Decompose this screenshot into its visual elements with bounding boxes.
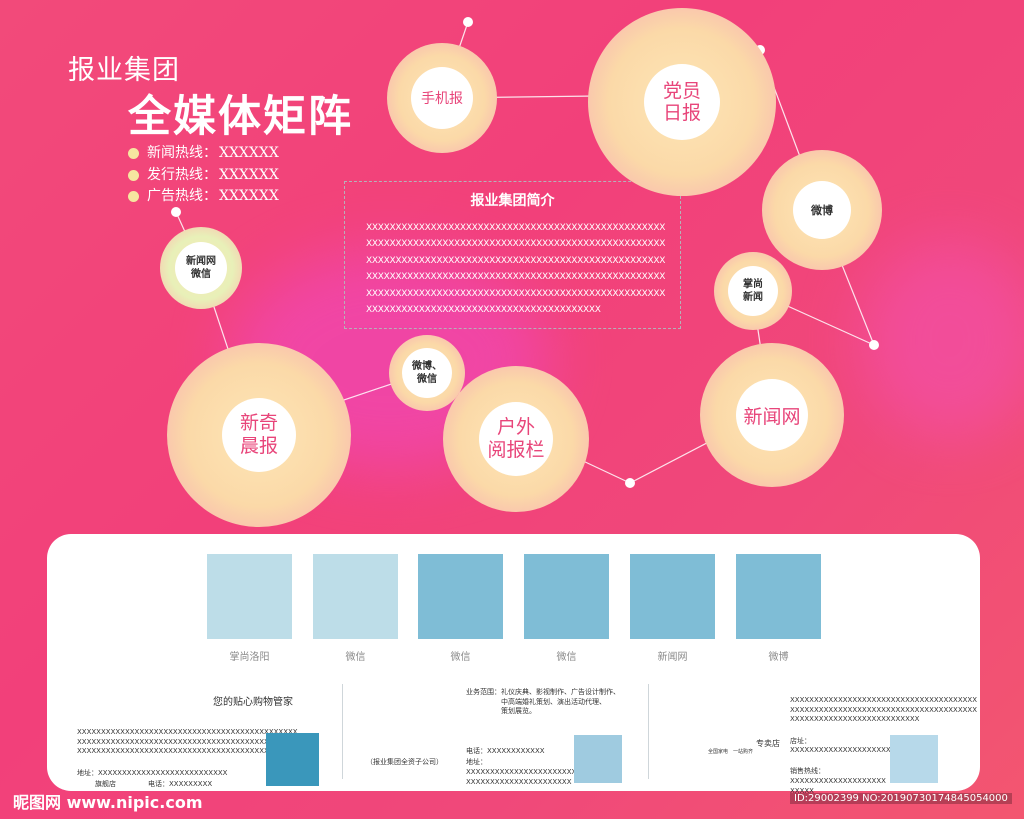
col1-heading: 您的贴心购物管家 xyxy=(213,697,293,708)
node-xinqi-morning[interactable]: 新奇 晨报 xyxy=(167,343,351,527)
intro-line: XXXXXXXXXXXXXXXXXXXXXXXXXXXXXXXXXXXXXXXX… xyxy=(366,255,666,266)
column-divider xyxy=(342,684,343,779)
platform-label: 掌尚洛阳 xyxy=(229,652,270,663)
intro-line: XXXXXXXXXXXXXXXXXXXXXXXXXXXXXXXXXXXXXXXX xyxy=(366,305,601,316)
text-line: 业务范围：礼仪庆典、影视制作、广告设计制作、 xyxy=(466,688,620,696)
intro-title: 报业集团简介 xyxy=(470,193,555,209)
node-label: 户外 阅报栏 xyxy=(479,402,553,476)
hotline-value: XXXXXX xyxy=(219,188,279,204)
intro-line: XXXXXXXXXXXXXXXXXXXXXXXXXXXXXXXXXXXXXXXX… xyxy=(366,272,666,283)
node-weibo[interactable]: 微博 xyxy=(762,150,882,270)
node-label: 手机报 xyxy=(411,67,473,129)
col2-company: （报业集团全资子公司） xyxy=(366,758,443,766)
col1-store: 旗舰店 xyxy=(95,780,116,788)
hotline-label: 新闻热线： xyxy=(147,145,217,161)
text-line: XXXXXXXXXXXXXXXXXXXXXXXXXXXXXXXXXXXXXXXX… xyxy=(77,747,298,755)
hotline-label: 发行热线： xyxy=(147,166,217,183)
node-label: 掌尚 新闻 xyxy=(728,266,778,316)
background-glow xyxy=(860,240,1024,440)
col3-slogan: 全国家电 一站购齐 xyxy=(708,749,754,755)
intro-line: XXXXXXXXXXXXXXXXXXXXXXXXXXXXXXXXXXXXXXXX… xyxy=(366,239,666,250)
node-label: 微博 xyxy=(793,181,851,239)
col3-text: XXXXXXXXXXXXXXXXXXXXXXXXXXXXXXXXXXXXXXX … xyxy=(790,696,977,725)
qr-code-placeholder xyxy=(736,554,821,639)
col2-address: XXXXXXXXXXXXXXXXXXXXXXXX XXXXXXXXXXXXXXX… xyxy=(466,768,581,787)
platform-label: 微信 xyxy=(345,652,366,663)
qr-code-placeholder xyxy=(630,554,715,639)
col3-store-value: XXXXXXXXXXXXXXXXXXXXX xyxy=(790,746,891,754)
text-line: XXXXXXXXXXXXXXXXXXXXXXXXXXXXXXXXXXXXXXXX… xyxy=(77,728,298,736)
node-news-web-wechat[interactable]: 新闻网 微信 xyxy=(160,227,242,309)
qr-code-placeholder xyxy=(574,735,622,783)
intro-text: XXXXXXXXXXXXXXXXXXXXXXXXXXXXXXXXXXXXXXXX… xyxy=(366,220,680,318)
platform-label: 微信 xyxy=(556,652,577,663)
text-line: XXXXXXXXXXXXXXXXXXXXXXXXXXXXXXXXXXXXXXXX… xyxy=(77,737,298,746)
intro-line: XXXXXXXXXXXXXXXXXXXXXXXXXXXXXXXXXXXXXXXX… xyxy=(366,223,666,233)
group-subtitle: 报业集团 xyxy=(68,55,180,86)
bullet-icon xyxy=(128,191,139,203)
qr-code-placeholder xyxy=(313,554,398,639)
hotline-item: 新闻热线： XXXXXX xyxy=(128,143,279,165)
col1-text: XXXXXXXXXXXXXXXXXXXXXXXXXXXXXXXXXXXXXXXX… xyxy=(77,728,298,757)
col3-store-label: 店址： xyxy=(790,737,811,745)
text-line: XXXXXXXXXXXXXXXXXXXXXX xyxy=(466,777,572,786)
col3-sales-value: XXXXXXXXXXXXXXXXXXXXXXXXX xyxy=(790,777,886,795)
qr-code-placeholder xyxy=(890,735,938,783)
node-label: 微博、 微信 xyxy=(402,348,452,398)
node-outdoor-board[interactable]: 户外 阅报栏 xyxy=(443,366,589,512)
text-line: XXXXXXXXXXXXXXXXXXXXXXXXXXXXXXXXXXXXXXX xyxy=(790,696,978,704)
qr-code-placeholder xyxy=(418,554,503,639)
bullet-icon xyxy=(128,148,139,160)
col2-address-label: 地址： xyxy=(466,758,487,766)
node-label: 新闻网 微信 xyxy=(175,242,227,294)
platform-panel: 掌尚洛阳 微信 微信 微信 新闻网 微博 您的贴心购物管家 XXXXXXXXXX… xyxy=(47,534,980,795)
col2-phone: 电话：XXXXXXXXXXXX xyxy=(466,747,545,755)
platform-label: 微博 xyxy=(768,652,789,663)
hotline-value: XXXXXX xyxy=(219,145,279,161)
hotline-list: 新闻热线： XXXXXX 发行热线： XXXXXX 广告热线： XXXXXX xyxy=(128,143,279,208)
hotline-label: 广告热线： xyxy=(147,188,217,204)
hotline-item: 发行热线： XXXXXX xyxy=(128,165,279,187)
col3-sales-label: 销售热线： xyxy=(790,767,825,775)
intro-box: 报业集团简介 XXXXXXXXXXXXXXXXXXXXXXXXXXXXXXXXX… xyxy=(344,181,681,329)
qr-code-placeholder xyxy=(266,733,319,786)
platform-label: 新闻网 xyxy=(657,652,688,663)
node-weibo-wechat[interactable]: 微博、 微信 xyxy=(389,335,465,411)
node-label: 党员 日报 xyxy=(644,64,720,140)
intro-line: XXXXXXXXXXXXXXXXXXXXXXXXXXXXXXXXXXXXXXXX… xyxy=(366,288,666,299)
column-divider xyxy=(648,684,649,779)
col2-business: 业务范围：礼仪庆典、影视制作、广告设计制作、 中高端婚礼策划、演出活动代理、 策… xyxy=(466,688,620,717)
qr-code-placeholder xyxy=(207,554,292,639)
col1-phone: 电话：XXXXXXXXX xyxy=(148,780,213,788)
platform-label: 微信 xyxy=(450,652,471,663)
text-line: 策划展览。 xyxy=(501,707,536,715)
text-line: XXXXXXXXXXXXXXXXXXXXXXXXXXXXXXXXXXXXXXX xyxy=(790,705,978,714)
hotline-item: 广告热线： XXXXXX xyxy=(128,186,279,208)
node-zhangshang-news[interactable]: 掌尚 新闻 xyxy=(714,252,792,330)
col1-address: 地址：XXXXXXXXXXXXXXXXXXXXXXXXXXX xyxy=(77,769,228,777)
page-title: 全媒体矩阵 xyxy=(128,92,353,142)
node-news-web[interactable]: 新闻网 xyxy=(700,343,844,487)
node-label: 新奇 晨报 xyxy=(222,398,296,472)
text-line: XXXXXXXXXXXXXXXXXXXXXXXXXXX xyxy=(790,715,920,723)
node-party-daily[interactable]: 党员 日报 xyxy=(588,8,776,196)
watermark: 昵图网 www.nipic.com xyxy=(13,793,203,812)
bullet-icon xyxy=(128,169,139,181)
text-line: 中高端婚礼策划、演出活动代理、 xyxy=(501,697,606,706)
qr-code-placeholder xyxy=(524,554,609,639)
col3-shop: 专卖店 xyxy=(756,739,780,748)
hotline-value: XXXXXX xyxy=(219,166,279,183)
image-id-bar: ID:29002399 NO:20190730174845054000 xyxy=(790,793,1012,804)
node-label: 新闻网 xyxy=(736,379,808,451)
text-line: XXXXXXXXXXXXXXXXXXXXXXXX xyxy=(466,768,582,776)
node-phone-paper[interactable]: 手机报 xyxy=(387,43,497,153)
